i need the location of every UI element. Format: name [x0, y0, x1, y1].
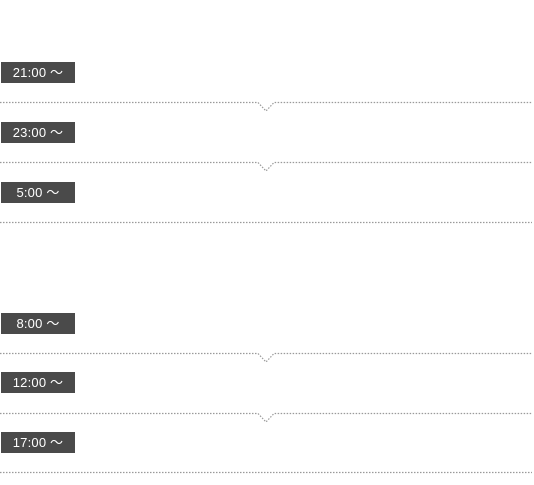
time-label: 12:00 ～: [1, 372, 75, 393]
divider-arrow: [0, 101, 534, 115]
time-label: 5:00 ～: [1, 182, 75, 203]
divider-arrow: [0, 352, 534, 366]
divider-arrow: [0, 412, 534, 426]
day-schedule: 8:00 ～ 12:00 ～ 17:00 ～: [0, 251, 534, 475]
time-label: 23:00 ～: [1, 122, 75, 143]
divider-line: [0, 221, 534, 235]
divider-arrow: [0, 161, 534, 175]
divider-line: [0, 471, 534, 485]
time-label: 21:00 ～: [1, 62, 75, 83]
night-schedule: 21:00 ～ 23:00 ～ 5:00 ～: [0, 0, 534, 230]
time-label: 8:00 ～: [1, 313, 75, 334]
time-label: 17:00 ～: [1, 432, 75, 453]
